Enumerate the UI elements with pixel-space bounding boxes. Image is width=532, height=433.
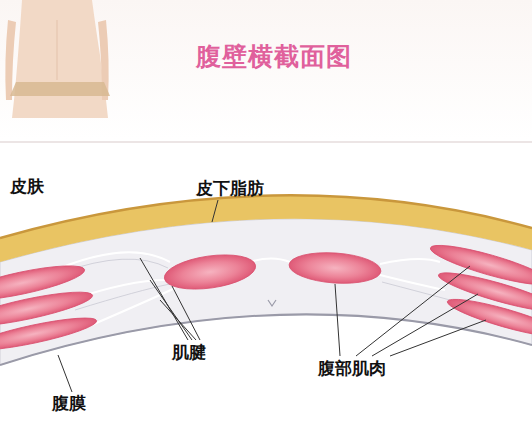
skin-line bbox=[0, 195, 532, 238]
part-label: 腹膜 bbox=[52, 393, 86, 413]
torso-figure bbox=[5, 0, 110, 118]
linea-alba-notch bbox=[268, 300, 276, 306]
part-label: 肌腱 bbox=[172, 342, 206, 362]
leader-lines bbox=[58, 200, 486, 392]
abdominal-muscles bbox=[0, 238, 532, 356]
part-label: 腹部肌肉 bbox=[318, 358, 386, 378]
divider-line bbox=[0, 141, 532, 143]
diagram-title: 腹壁横截面图 bbox=[196, 42, 352, 72]
header-ground bbox=[0, 0, 532, 140]
fat-layer bbox=[0, 195, 532, 262]
part-label: 皮肤 bbox=[10, 176, 44, 196]
peritoneum-line bbox=[0, 314, 532, 365]
part-label: 皮下脂肪 bbox=[196, 178, 264, 198]
